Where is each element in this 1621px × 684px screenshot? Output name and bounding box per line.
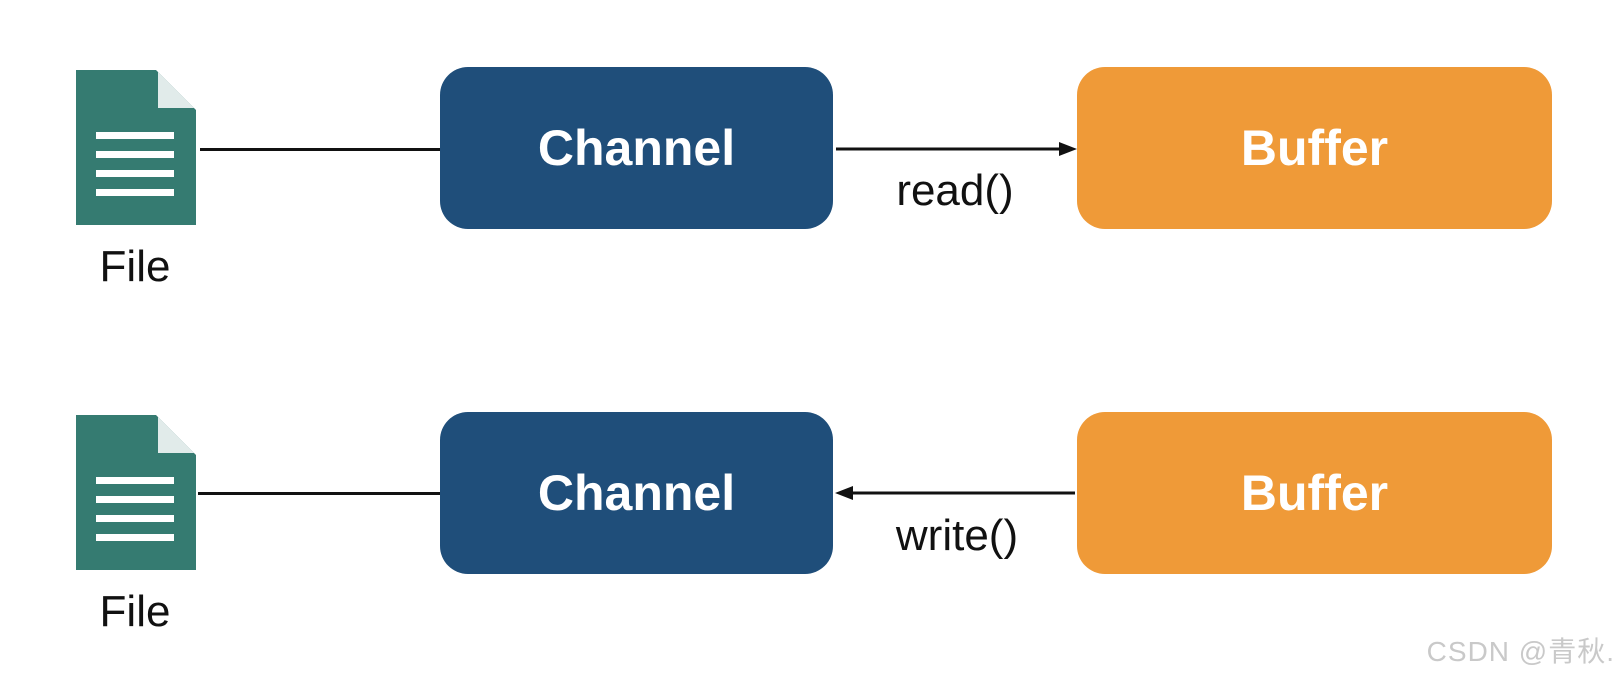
- read-operation-label: read(): [896, 166, 1014, 215]
- buffer-box: Buffer: [1077, 412, 1552, 574]
- file-channel-connector: [198, 492, 440, 495]
- file-icon: [76, 70, 196, 225]
- read-flow-row: File Channel read() Buffer: [0, 60, 1621, 320]
- file-label: File: [99, 242, 171, 291]
- buffer-label: Buffer: [1240, 120, 1389, 176]
- channel-box: Channel: [440, 67, 833, 229]
- buffer-box: Buffer: [1077, 67, 1552, 229]
- channel-label: Channel: [537, 120, 736, 176]
- buffer-label: Buffer: [1240, 465, 1389, 521]
- channel-box: Channel: [440, 412, 833, 574]
- channel-label: Channel: [537, 465, 736, 521]
- file-icon: [76, 415, 196, 570]
- write-flow-row: File Channel write() Buffer: [0, 405, 1621, 665]
- read-arrow: [836, 142, 1077, 156]
- watermark-text: CSDN @青秋.: [1426, 636, 1615, 667]
- file-channel-connector: [200, 148, 440, 151]
- write-arrow: [835, 486, 1075, 500]
- file-label: File: [99, 587, 171, 636]
- write-operation-label: write(): [895, 511, 1019, 560]
